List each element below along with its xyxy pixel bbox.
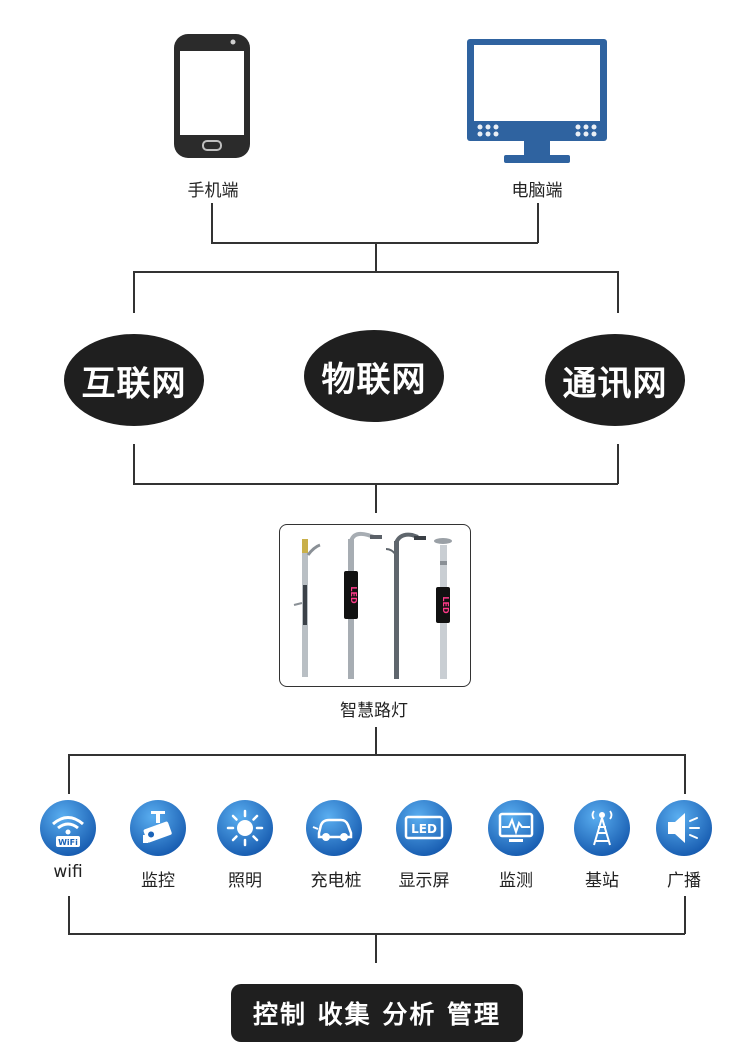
connector — [375, 727, 377, 755]
smart-lamp-image: LED LED — [279, 524, 471, 687]
connector — [537, 203, 539, 243]
connector — [684, 754, 686, 794]
connector — [68, 896, 70, 934]
function-label-wifi: wifi — [53, 862, 83, 882]
connector — [375, 483, 377, 513]
phone-label: 手机端 — [187, 181, 239, 201]
network-iot: 物联网 — [304, 330, 444, 422]
network-telecom: 通讯网 — [545, 334, 685, 426]
phone-icon — [174, 34, 250, 158]
connector — [375, 933, 377, 963]
function-label-speaker: 广播 — [667, 871, 701, 891]
function-label-monitor: 监测 — [499, 871, 533, 891]
connector — [211, 203, 213, 243]
connector — [68, 754, 70, 794]
function-label-charger: 充电桩 — [310, 871, 362, 891]
tower-icon — [574, 800, 630, 856]
connector — [133, 271, 135, 313]
management-bar: 控制 收集 分析 管理 — [231, 984, 523, 1042]
led-text: LED — [349, 586, 358, 604]
function-label-camera: 监控 — [141, 871, 175, 891]
connector — [375, 242, 377, 272]
connector — [68, 754, 685, 756]
network-internet: 互联网 — [64, 334, 204, 426]
sun-icon — [217, 800, 273, 856]
monitor-icon — [488, 800, 544, 856]
function-label-light: 照明 — [228, 871, 262, 891]
car-charger-icon — [306, 800, 362, 856]
computer-icon — [467, 39, 607, 163]
svg-text:WiFi: WiFi — [58, 838, 78, 847]
connector — [133, 444, 135, 484]
speaker-icon — [656, 800, 712, 856]
connector — [684, 896, 686, 934]
connector — [68, 933, 685, 935]
connector — [211, 242, 538, 244]
pc-label: 电脑端 — [511, 181, 563, 201]
connector — [617, 444, 619, 484]
svg-text:LED: LED — [411, 822, 437, 836]
camera-icon — [130, 800, 186, 856]
function-label-tower: 基站 — [585, 871, 619, 891]
function-label-display: 显示屏 — [398, 871, 450, 891]
led-display-icon: LED — [396, 800, 452, 856]
street-lamp-icon: LED LED — [293, 531, 452, 679]
led-text: LED — [441, 596, 450, 614]
wifi-icon: WiFi — [40, 800, 96, 856]
connector — [617, 271, 619, 313]
connector — [133, 271, 618, 273]
smart-lamp-label: 智慧路灯 — [340, 701, 408, 721]
